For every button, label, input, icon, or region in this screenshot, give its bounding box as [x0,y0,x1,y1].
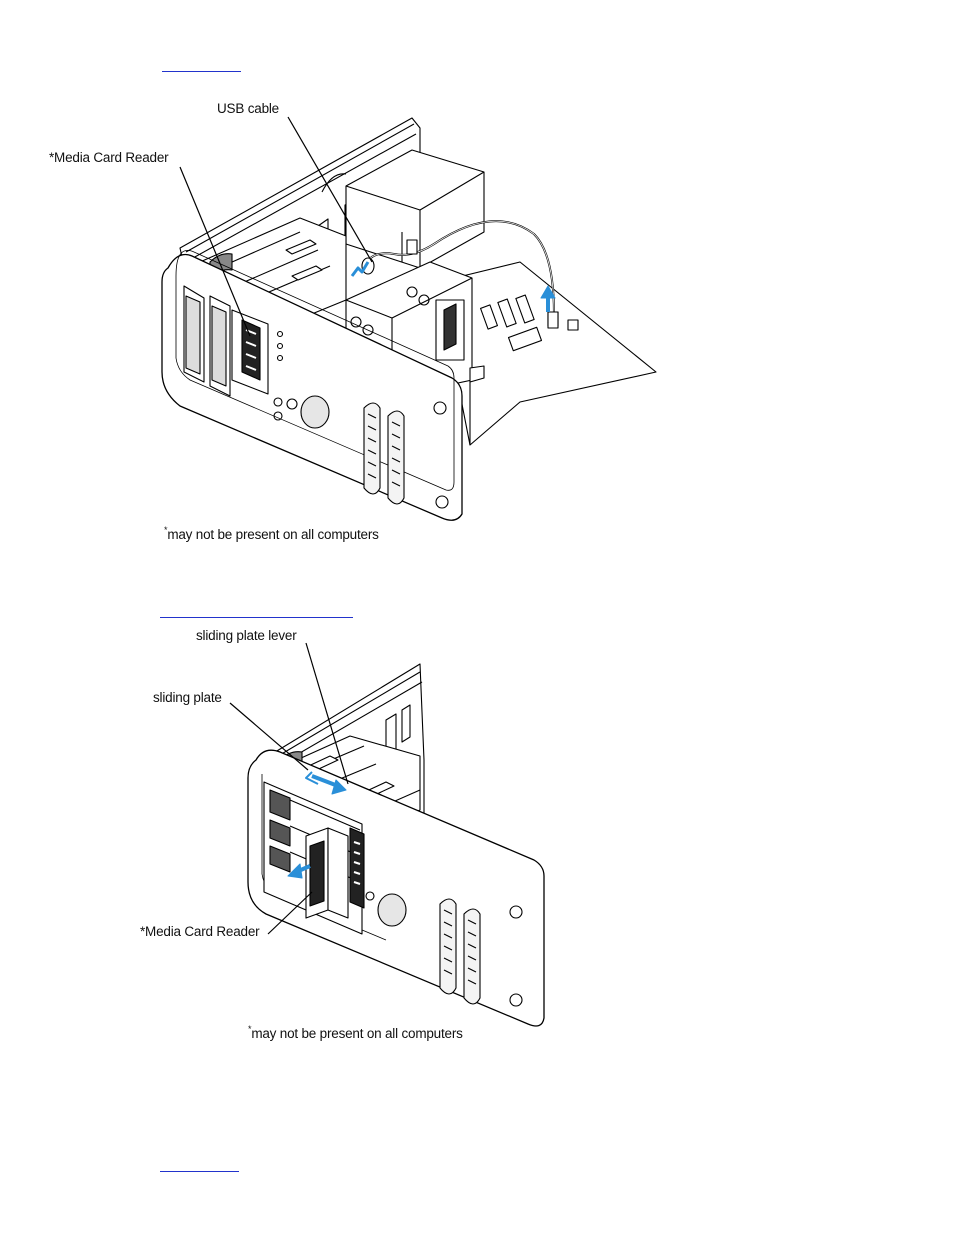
figure-1-illustration [161,116,657,521]
figure-2-illustration [229,642,545,1027]
footnote-1: *may not be present on all computers [164,525,379,542]
footnote-2: *may not be present on all computers [248,1024,463,1041]
footnote-text-2: may not be present on all computers [251,1026,463,1041]
callout-usb-cable: USB cable [217,101,279,116]
motherboard [437,261,657,446]
top-link[interactable] [162,71,241,72]
footnote-mark: * [164,525,168,535]
callout-media-card-reader: *Media Card Reader [49,150,169,165]
callout-sliding-plate: sliding plate [153,690,222,705]
callout-media-card-reader-2: *Media Card Reader [140,924,260,939]
callout-sliding-plate-lever: sliding plate lever [196,628,297,643]
footnote-mark-2: * [248,1024,252,1034]
footnote-text: may not be present on all computers [167,527,379,542]
middle-link[interactable] [160,617,353,618]
bottom-link[interactable] [160,1171,239,1172]
